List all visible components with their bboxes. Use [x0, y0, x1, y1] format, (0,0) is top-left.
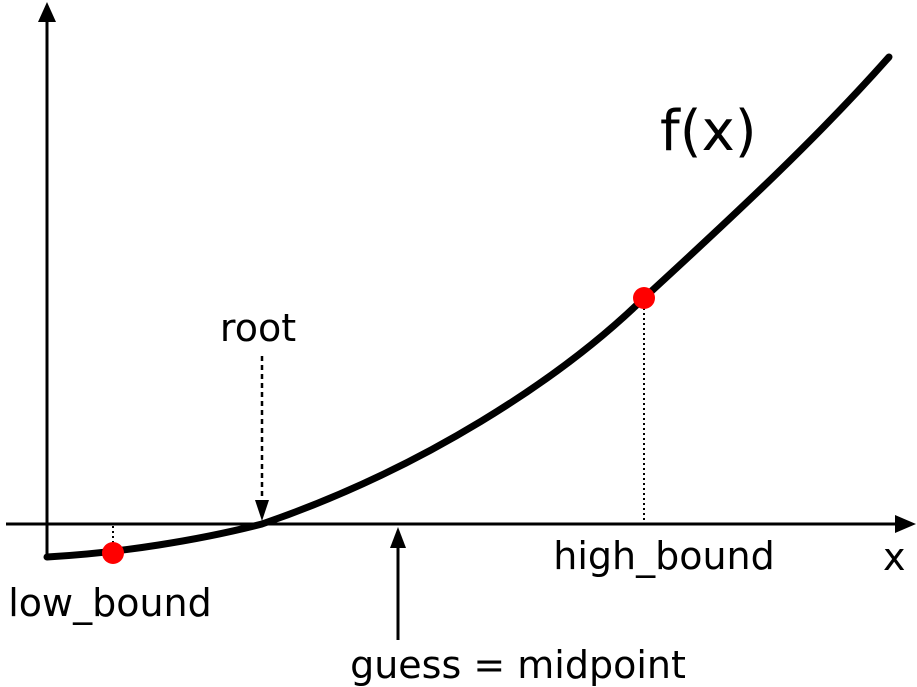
- root-label: root: [220, 306, 296, 350]
- low-bound-label: low_bound: [8, 581, 212, 625]
- low-bound-marker: [102, 542, 124, 564]
- high-bound-label: high_bound: [553, 534, 775, 578]
- x-axis-label: x: [883, 535, 906, 579]
- x-axis-arrowhead: [895, 515, 916, 533]
- y-axis-arrowhead: [38, 2, 56, 22]
- function-curve: [43, 53, 893, 561]
- guess-arrowhead: [390, 527, 406, 548]
- root-arrowhead: [255, 500, 269, 521]
- function-label: f(x): [660, 99, 757, 164]
- guess-label: guess = midpoint: [350, 643, 686, 687]
- high-bound-marker: [633, 287, 655, 309]
